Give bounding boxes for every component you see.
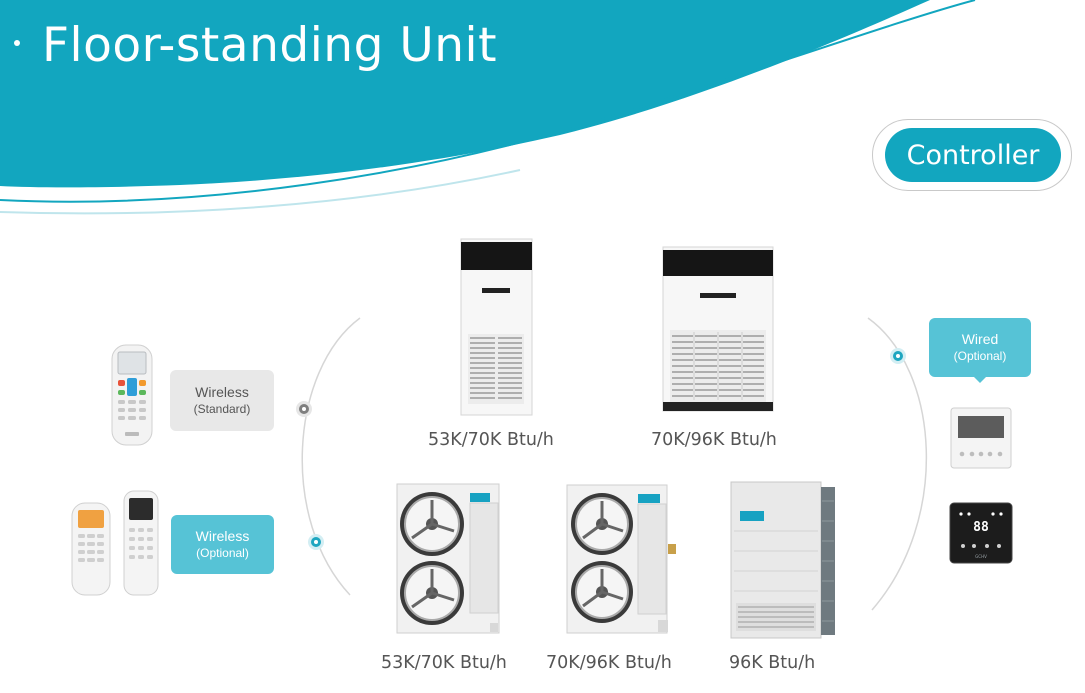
controller-badge-ring: [872, 119, 1072, 191]
node-wired-controller: [893, 351, 903, 361]
wired-optional-label: Wired (Optional): [929, 318, 1031, 377]
wired-panel-readout: 88: [973, 520, 989, 535]
wired-controller-black-image: 88 GCHV: [949, 502, 1013, 564]
controller-badge: Controller: [885, 128, 1061, 182]
wireless-standard-sub: (Standard): [193, 401, 251, 416]
wireless-standard-title: Wireless: [195, 384, 249, 401]
indoor-unit-2-capacity: 70K/96K Btu/h: [651, 430, 777, 450]
header-swoosh: [0, 0, 976, 215]
remote-standard-image: [111, 344, 153, 446]
wired-panel-brand: GCHV: [975, 554, 987, 559]
wireless-optional-label: Wireless (Optional): [171, 515, 274, 574]
indoor-unit-1-capacity: 53K/70K Btu/h: [428, 430, 554, 450]
wired-sub: (Optional): [953, 348, 1007, 363]
wired-controller-white-image: [950, 407, 1012, 469]
outdoor-unit-3-capacity: 96K Btu/h: [729, 653, 816, 673]
wireless-optional-title: Wireless: [195, 528, 250, 545]
remote-optional-images: [71, 490, 159, 596]
outdoor-unit-2-image: [566, 484, 676, 634]
page-title: Floor-standing Unit: [14, 18, 497, 73]
bullet-dot: [14, 39, 20, 46]
outdoor-unit-1-image: [396, 483, 500, 634]
wireless-optional-sub: (Optional): [196, 545, 249, 560]
wired-bubble-pointer: [973, 376, 987, 383]
node-optional-remote: [311, 537, 321, 547]
page-title-text: Floor-standing Unit: [42, 18, 498, 73]
outdoor-unit-3-image: [730, 481, 835, 639]
node-standard-remote: [299, 404, 309, 414]
outdoor-unit-1-capacity: 53K/70K Btu/h: [381, 653, 507, 673]
wireless-standard-label: Wireless (Standard): [170, 370, 274, 431]
outdoor-unit-2-capacity: 70K/96K Btu/h: [546, 653, 672, 673]
indoor-unit-2-image: [662, 246, 774, 412]
wired-title: Wired: [961, 331, 999, 348]
indoor-unit-1-image: [460, 238, 533, 416]
